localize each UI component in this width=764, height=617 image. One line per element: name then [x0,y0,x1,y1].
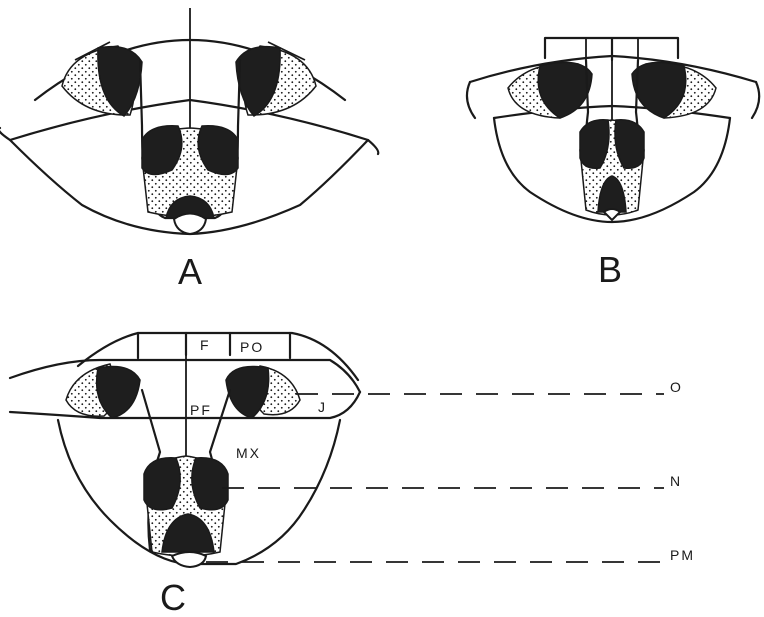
skull-b: B [467,38,759,290]
bone-label-frontal: F [200,337,211,353]
panel-label-a: A [178,251,202,292]
skull-a: A [0,8,378,292]
skull-c: F PO PF J MX O N PM C [10,333,695,617]
level-label-orbit: O [670,379,683,395]
panel-label-b: B [598,249,622,290]
bone-label-prefrontal: PF [190,402,212,418]
panel-label-c: C [160,577,186,617]
bone-label-maxilla: MX [236,445,261,461]
level-label-premaxilla: PM [670,547,695,563]
bone-label-postorbital: PO [240,339,264,355]
level-label-naris: N [670,473,682,489]
bone-label-jugal: J [318,399,327,415]
